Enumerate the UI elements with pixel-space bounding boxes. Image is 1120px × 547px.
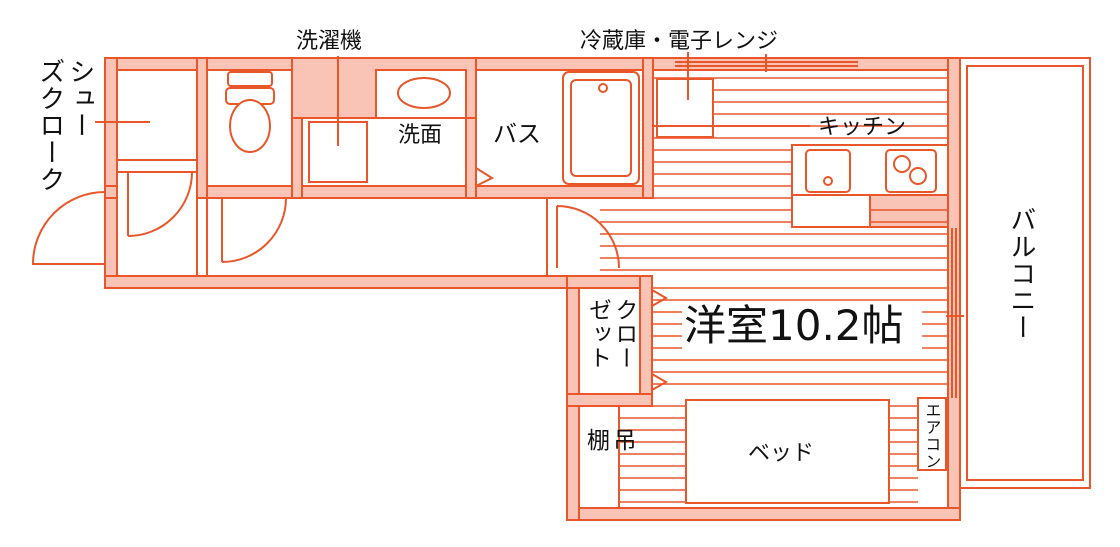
kitchen-sink-drain xyxy=(823,176,833,186)
toilet-bowl xyxy=(229,99,271,153)
corridor xyxy=(206,197,548,277)
entrance-door xyxy=(31,191,106,265)
label-fridge-microwave: 冷蔵庫・電子レンジ xyxy=(580,29,778,54)
shoe-closet-box xyxy=(116,69,198,161)
label-western-room: 洋室10.2帖 xyxy=(684,301,904,350)
fixtures xyxy=(225,71,949,504)
loft-room xyxy=(578,405,620,509)
wall-top xyxy=(104,57,961,71)
floor-hatching xyxy=(600,77,948,503)
balcony xyxy=(959,57,1091,489)
washbasin-bowl xyxy=(397,77,451,109)
fridge-box xyxy=(656,78,714,138)
label-aircon: エアコン xyxy=(922,402,942,470)
label-bed: ベッド xyxy=(748,441,814,466)
aircon-box xyxy=(917,397,947,471)
room-door xyxy=(556,205,620,269)
bathtub-inner xyxy=(570,79,632,177)
label-balcony: バルコニー xyxy=(1005,206,1036,341)
entrance-floor xyxy=(116,171,198,277)
stove-burner-2 xyxy=(909,167,927,185)
closet-door-mark-2 xyxy=(651,373,669,391)
rooms xyxy=(116,69,644,509)
wall-bottom-right xyxy=(566,507,961,521)
kitchen-sink xyxy=(805,149,851,193)
label-washing-machine: 洗濯機 xyxy=(296,29,362,54)
kitchen-counter-lower xyxy=(791,194,871,228)
closet-door-mark-1 xyxy=(651,289,669,307)
doors xyxy=(31,167,669,391)
entrance-inner-door xyxy=(127,171,193,237)
balcony-outer xyxy=(959,57,1091,489)
closet-room xyxy=(578,287,641,395)
label-kitchen: キッチン xyxy=(818,115,906,140)
window-marks xyxy=(618,54,964,508)
wall-v1 xyxy=(196,57,208,199)
wall-right xyxy=(947,57,961,521)
toilet-door xyxy=(221,197,287,263)
stove-burner-1 xyxy=(893,155,911,173)
bath-door-mark xyxy=(475,167,495,187)
bed-box xyxy=(685,399,890,504)
label-bath: バス xyxy=(493,120,541,148)
wall-v4 xyxy=(642,57,654,199)
wall-closet-bottom xyxy=(566,393,653,407)
wall-closet-right xyxy=(639,275,653,405)
label-closet: クロー ゼット xyxy=(584,298,637,370)
balcony-inner xyxy=(966,65,1084,481)
leader-lines xyxy=(95,52,810,146)
label-washroom: 洗面 xyxy=(398,123,442,148)
label-loft-shelf: 吊 棚 xyxy=(582,428,635,452)
label-shoe-closet: シュー ズクローク xyxy=(34,58,95,193)
bathtub-drain xyxy=(598,83,608,93)
toilet-tank xyxy=(227,71,273,87)
wall-left xyxy=(104,57,118,289)
